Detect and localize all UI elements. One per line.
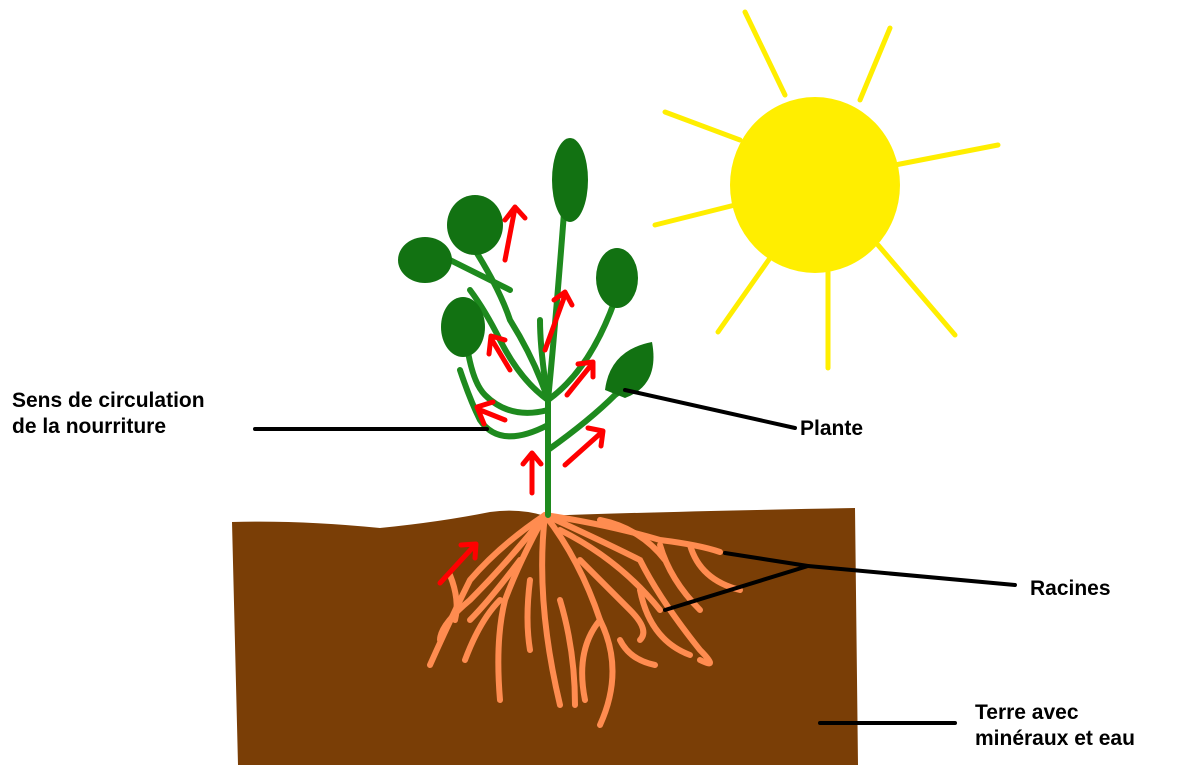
- food-flow-label: Sens de circulation de la nourriture: [12, 388, 205, 440]
- food-flow-label-line1: Sens de circulation: [12, 388, 205, 414]
- sun-icon: [655, 12, 998, 368]
- leaves: [398, 138, 653, 398]
- sun-disc: [730, 97, 900, 273]
- plant-label: Plante: [800, 416, 863, 442]
- food-flow-label-line2: de la nourriture: [12, 414, 205, 440]
- soil-label: Terre avec minéraux et eau: [975, 700, 1135, 752]
- soil-label-line2: minéraux et eau: [975, 726, 1135, 752]
- roots-label: Racines: [1030, 576, 1111, 602]
- plant-callout-line: [625, 390, 795, 428]
- soil-label-line1: Terre avec: [975, 700, 1135, 726]
